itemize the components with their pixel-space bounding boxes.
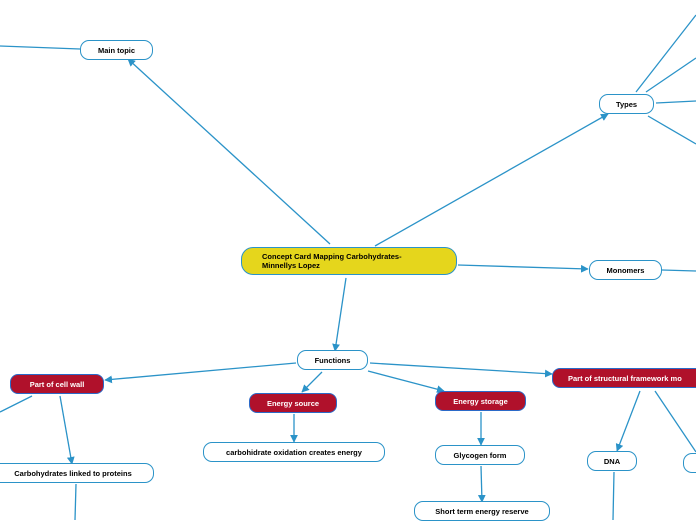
carbs-linked-to-proteins-label: Carbohydrates linked to proteins — [14, 468, 132, 478]
short-term-energy-node[interactable]: Short term energy reserve — [414, 501, 550, 521]
monomers-label: Monomers — [606, 265, 645, 275]
link-functions-structural — [369, 362, 553, 378]
link-main-topic-left — [0, 45, 81, 50]
central-topic-line-1: Concept Card Mapping Carbohydrates- — [262, 252, 402, 261]
carb-oxidation-node[interactable]: carbohidrate oxidation creates energy — [203, 442, 385, 462]
central-topic-node[interactable]: Concept Card Mapping Carbohydrates- Minn… — [241, 247, 457, 275]
link-monomers-right — [661, 269, 696, 272]
offscreen-right-node[interactable] — [683, 453, 696, 473]
types-label: Types — [615, 99, 638, 109]
dna-label: DNA — [603, 456, 621, 466]
link-functions-cell-wall — [104, 362, 297, 384]
carbs-linked-to-proteins-node[interactable]: Carbohydrates linked to proteins — [0, 463, 154, 483]
link-types-right-2 — [645, 57, 696, 93]
structural-framework-label: Part of structural framework mo — [568, 373, 682, 383]
energy-source-label: Energy source — [266, 398, 320, 408]
link-central-monomers — [457, 264, 589, 273]
link-central-functions — [332, 277, 347, 352]
energy-storage-node[interactable]: Energy storage — [435, 391, 526, 411]
central-topic-line-2: Minnellys Lopez — [262, 261, 320, 270]
glycogen-form-node[interactable]: Glycogen form — [435, 445, 525, 465]
link-dna-down — [612, 471, 615, 520]
link-cell-wall-left — [0, 395, 33, 413]
link-structural-right — [654, 390, 696, 453]
dna-node[interactable]: DNA — [587, 451, 637, 471]
main-topic-label: Main topic — [97, 45, 136, 55]
glycogen-form-label: Glycogen form — [453, 450, 507, 460]
link-central-types — [374, 113, 609, 247]
carb-oxidation-label: carbohidrate oxidation creates energy — [226, 447, 362, 457]
link-types-right-1 — [635, 14, 696, 93]
link-functions-energy-source — [301, 371, 323, 393]
short-term-energy-label: Short term energy reserve — [435, 506, 529, 516]
types-node[interactable]: Types — [599, 94, 654, 114]
main-topic-node[interactable]: Main topic — [80, 40, 153, 60]
link-types-right-3 — [655, 100, 696, 104]
link-cell-wall-proteins — [59, 395, 75, 465]
functions-node[interactable]: Functions — [297, 350, 368, 370]
monomers-node[interactable]: Monomers — [589, 260, 662, 280]
part-of-cell-wall-node[interactable]: Part of cell wall — [10, 374, 104, 394]
link-types-right-4 — [647, 115, 696, 145]
structural-framework-node[interactable]: Part of structural framework mo — [552, 368, 696, 388]
link-proteins-down — [74, 483, 77, 520]
link-glycogen-short-term — [477, 465, 486, 503]
functions-label: Functions — [314, 355, 351, 365]
energy-storage-label: Energy storage — [453, 396, 508, 406]
energy-source-node[interactable]: Energy source — [249, 393, 337, 413]
part-of-cell-wall-label: Part of cell wall — [29, 379, 85, 389]
link-central-main-topic — [127, 58, 331, 245]
link-structural-dna — [615, 390, 641, 452]
link-functions-energy-storage — [367, 370, 445, 393]
